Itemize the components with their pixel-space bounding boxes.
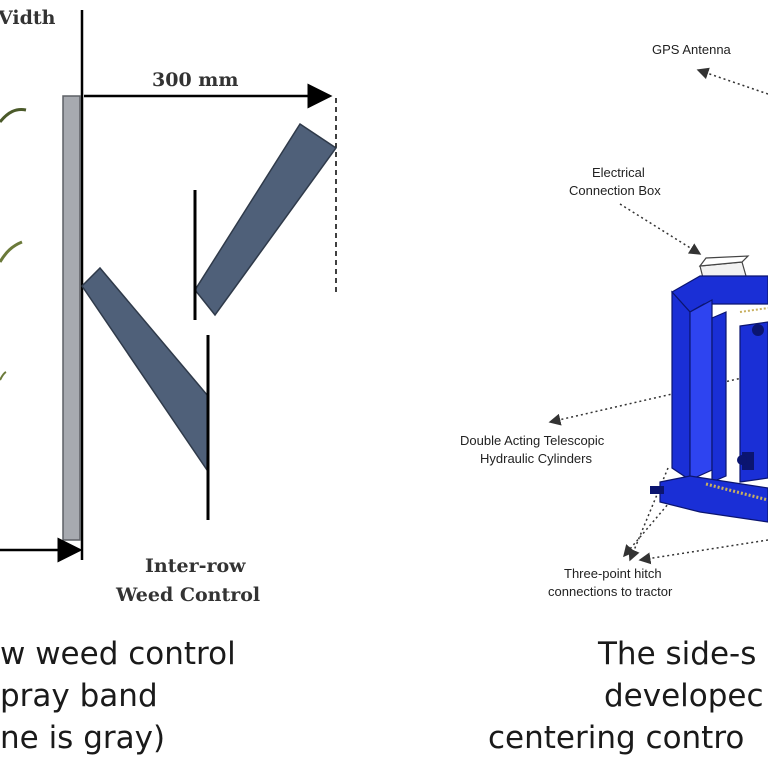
- plant-leaf-middle: [0, 240, 23, 263]
- right-caption-line3: centering contro: [488, 720, 745, 756]
- width-label: Vidth: [0, 7, 56, 29]
- hitch-label-line2: connections to tractor: [548, 584, 673, 599]
- left-caption-line1: w weed control: [0, 636, 236, 672]
- gps-antenna-label: GPS Antenna: [652, 42, 732, 57]
- gps-pointer: [696, 67, 768, 95]
- left-caption-line3: ne is gray): [0, 720, 166, 756]
- electrical-pointer: [619, 203, 702, 255]
- cylinders-label-line2: Hydraulic Cylinders: [480, 451, 592, 466]
- dimension-label: 300 mm: [152, 69, 238, 91]
- left-diagram: Vidth 300 mm Inter-row Weed Control: [0, 7, 338, 606]
- plant-leaf-lower: [0, 371, 7, 381]
- hitch-label-line1: Three-point hitch: [564, 566, 662, 581]
- inter-row-label: Inter-row: [145, 555, 246, 577]
- shield-post: [62, 95, 81, 541]
- right-caption-line1: The side-s: [598, 636, 757, 672]
- electrical-label-line2: Connection Box: [569, 183, 661, 198]
- left-caption-line2: pray band: [0, 678, 158, 714]
- electrical-label-line1: Electrical: [592, 165, 645, 180]
- plant-leaf-upper: [0, 108, 27, 123]
- spray-band-lower: [81, 266, 209, 473]
- hitch-pointer-c: [638, 539, 768, 565]
- right-diagram: GPS Antenna Electrical Connection Box Do…: [460, 42, 768, 599]
- right-caption-line2: developec: [604, 678, 764, 714]
- cylinders-pointer: [548, 371, 768, 426]
- spray-band-upper: [194, 122, 338, 317]
- weed-control-label: Weed Control: [115, 584, 260, 606]
- cylinders-label-line1: Double Acting Telescopic: [460, 433, 605, 448]
- side-shift-frame: [650, 275, 768, 523]
